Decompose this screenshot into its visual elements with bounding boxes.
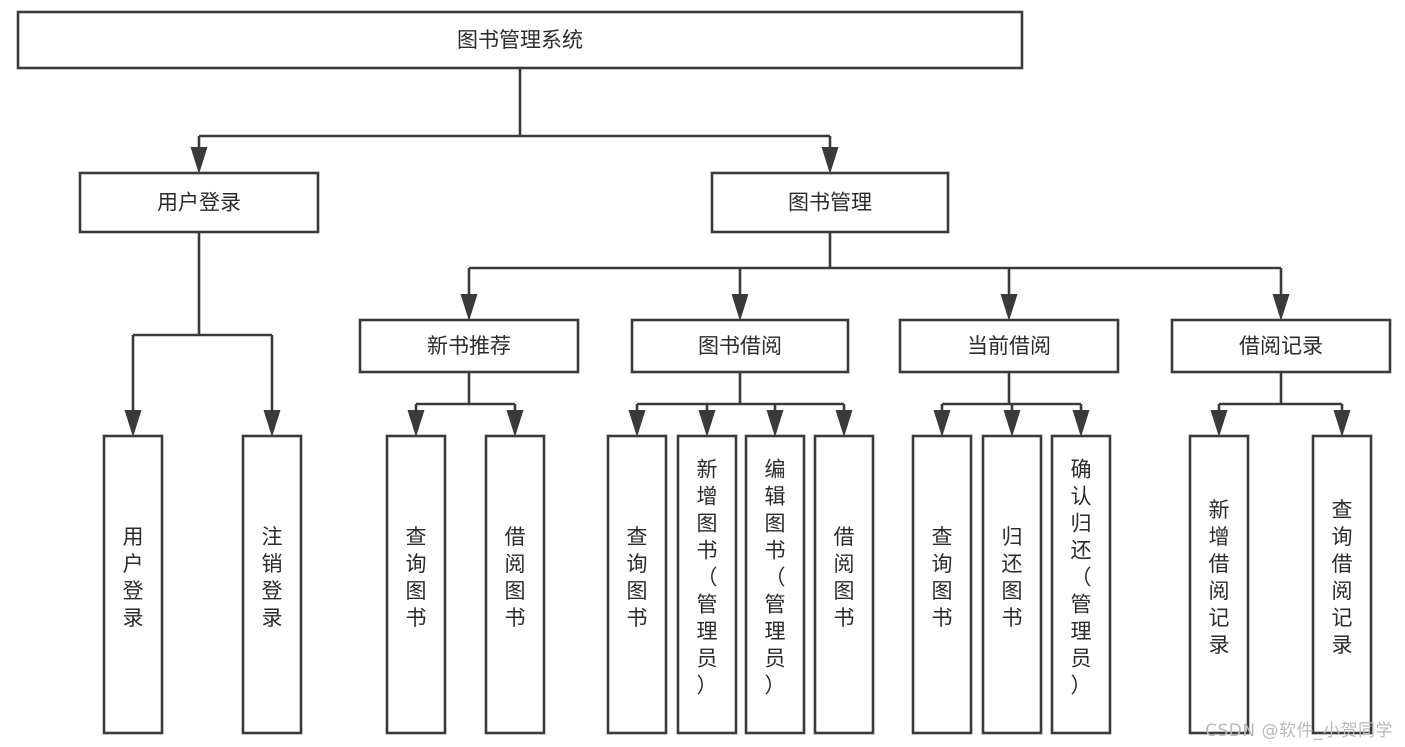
arrow-head-icon bbox=[407, 410, 425, 437]
arrow-head-icon bbox=[506, 410, 524, 437]
node-leaf-borrow-book-1[interactable]: 借阅图书 bbox=[484, 434, 546, 735]
node-box bbox=[1050, 434, 1112, 735]
connector-group-login bbox=[124, 232, 281, 437]
node-label: 用户登录 bbox=[157, 191, 241, 215]
node-box bbox=[16, 10, 1024, 70]
node-label: 新书推荐 bbox=[427, 334, 511, 358]
arrow-head-icon bbox=[1333, 410, 1351, 437]
node-records[interactable]: 借阅记录 bbox=[1170, 318, 1392, 374]
node-box bbox=[484, 434, 546, 735]
node-box bbox=[241, 434, 303, 735]
node-label: 图书借阅 bbox=[698, 334, 782, 358]
node-label: 新增图书（管理员） bbox=[697, 458, 718, 698]
node-leaf-query-book-2[interactable]: 查询图书 bbox=[606, 434, 668, 735]
node-leaf-query-record[interactable]: 查询借阅记录 bbox=[1311, 434, 1373, 735]
node-leaf-return-book[interactable]: 归还图书 bbox=[981, 434, 1043, 735]
connector-group-records bbox=[1210, 372, 1351, 437]
node-label: 查询图书 bbox=[627, 525, 648, 630]
arrow-head-icon bbox=[1272, 294, 1290, 321]
node-leaf-borrow-book-2[interactable]: 借阅图书 bbox=[813, 434, 875, 735]
arrow-head-icon bbox=[698, 410, 716, 437]
arrow-head-icon bbox=[628, 410, 646, 437]
node-box bbox=[102, 434, 164, 735]
arrow-head-icon bbox=[821, 147, 839, 174]
node-login[interactable]: 用户登录 bbox=[78, 171, 320, 234]
node-label: 查询图书 bbox=[406, 525, 427, 630]
node-box bbox=[676, 434, 738, 735]
node-label: 借阅记录 bbox=[1239, 334, 1323, 358]
csdn-watermark: CSDN @软件_小贺同学 bbox=[1205, 721, 1393, 741]
connector-group-newbook bbox=[407, 372, 524, 437]
arrow-head-icon bbox=[1000, 294, 1018, 321]
arrow-head-icon bbox=[933, 410, 951, 437]
node-box bbox=[1170, 318, 1392, 374]
node-leaf-query-book-1[interactable]: 查询图书 bbox=[385, 434, 447, 735]
node-leaf-user-login[interactable]: 用户登录 bbox=[102, 434, 164, 735]
node-box bbox=[744, 434, 806, 735]
node-leaf-query-book-3[interactable]: 查询图书 bbox=[911, 434, 973, 735]
node-box bbox=[358, 318, 580, 374]
node-label: 当前借阅 bbox=[967, 334, 1051, 358]
arrow-head-icon bbox=[124, 410, 142, 437]
arrow-head-icon bbox=[460, 294, 478, 321]
node-label: 图书管理 bbox=[788, 191, 872, 215]
connector-layer bbox=[124, 68, 1351, 437]
node-layer: 图书管理系统用户登录图书管理新书推荐图书借阅当前借阅借阅记录用户登录注销登录查询… bbox=[16, 10, 1392, 735]
node-label: 查询借阅记录 bbox=[1332, 498, 1353, 657]
node-leaf-edit-book[interactable]: 编辑图书（管理员） bbox=[744, 434, 806, 735]
node-label: 图书管理系统 bbox=[457, 28, 583, 52]
node-box bbox=[630, 318, 850, 374]
node-root[interactable]: 图书管理系统 bbox=[16, 10, 1024, 70]
node-label: 用户登录 bbox=[123, 525, 144, 630]
node-box bbox=[385, 434, 447, 735]
node-box bbox=[78, 171, 320, 234]
node-leaf-confirm-return[interactable]: 确认归还（管理员） bbox=[1050, 434, 1112, 735]
arrow-head-icon bbox=[766, 410, 784, 437]
node-box bbox=[1311, 434, 1373, 735]
connector-group-root bbox=[190, 68, 839, 174]
node-current[interactable]: 当前借阅 bbox=[898, 318, 1120, 374]
arrow-head-icon bbox=[835, 410, 853, 437]
node-label: 借阅图书 bbox=[834, 525, 855, 630]
node-newbook[interactable]: 新书推荐 bbox=[358, 318, 580, 374]
node-box bbox=[981, 434, 1043, 735]
arrow-head-icon bbox=[1072, 410, 1090, 437]
node-bookmgmt[interactable]: 图书管理 bbox=[710, 171, 950, 234]
connector-group-current bbox=[933, 372, 1090, 437]
arrow-head-icon bbox=[263, 410, 281, 437]
connector-group-bookmgmt bbox=[460, 232, 1290, 321]
node-label: 归还图书 bbox=[1002, 525, 1023, 630]
node-label: 确认归还（管理员） bbox=[1071, 458, 1092, 698]
node-box bbox=[813, 434, 875, 735]
node-label: 借阅图书 bbox=[505, 525, 526, 630]
arrow-head-icon bbox=[731, 294, 749, 321]
node-leaf-add-record[interactable]: 新增借阅记录 bbox=[1188, 434, 1250, 735]
node-label: 查询图书 bbox=[932, 525, 953, 630]
node-label: 新增借阅记录 bbox=[1209, 498, 1230, 657]
node-borrow[interactable]: 图书借阅 bbox=[630, 318, 850, 374]
node-box bbox=[911, 434, 973, 735]
node-box bbox=[710, 171, 950, 234]
arrow-head-icon bbox=[1210, 410, 1228, 437]
node-box bbox=[606, 434, 668, 735]
node-box bbox=[898, 318, 1120, 374]
connector-group-borrow bbox=[628, 372, 853, 437]
node-leaf-logout[interactable]: 注销登录 bbox=[241, 434, 303, 735]
arrow-head-icon bbox=[190, 147, 208, 174]
node-label: 注销登录 bbox=[262, 525, 283, 630]
node-leaf-add-book[interactable]: 新增图书（管理员） bbox=[676, 434, 738, 735]
node-box bbox=[1188, 434, 1250, 735]
arrow-head-icon bbox=[1003, 410, 1021, 437]
node-label: 编辑图书（管理员） bbox=[765, 458, 786, 698]
